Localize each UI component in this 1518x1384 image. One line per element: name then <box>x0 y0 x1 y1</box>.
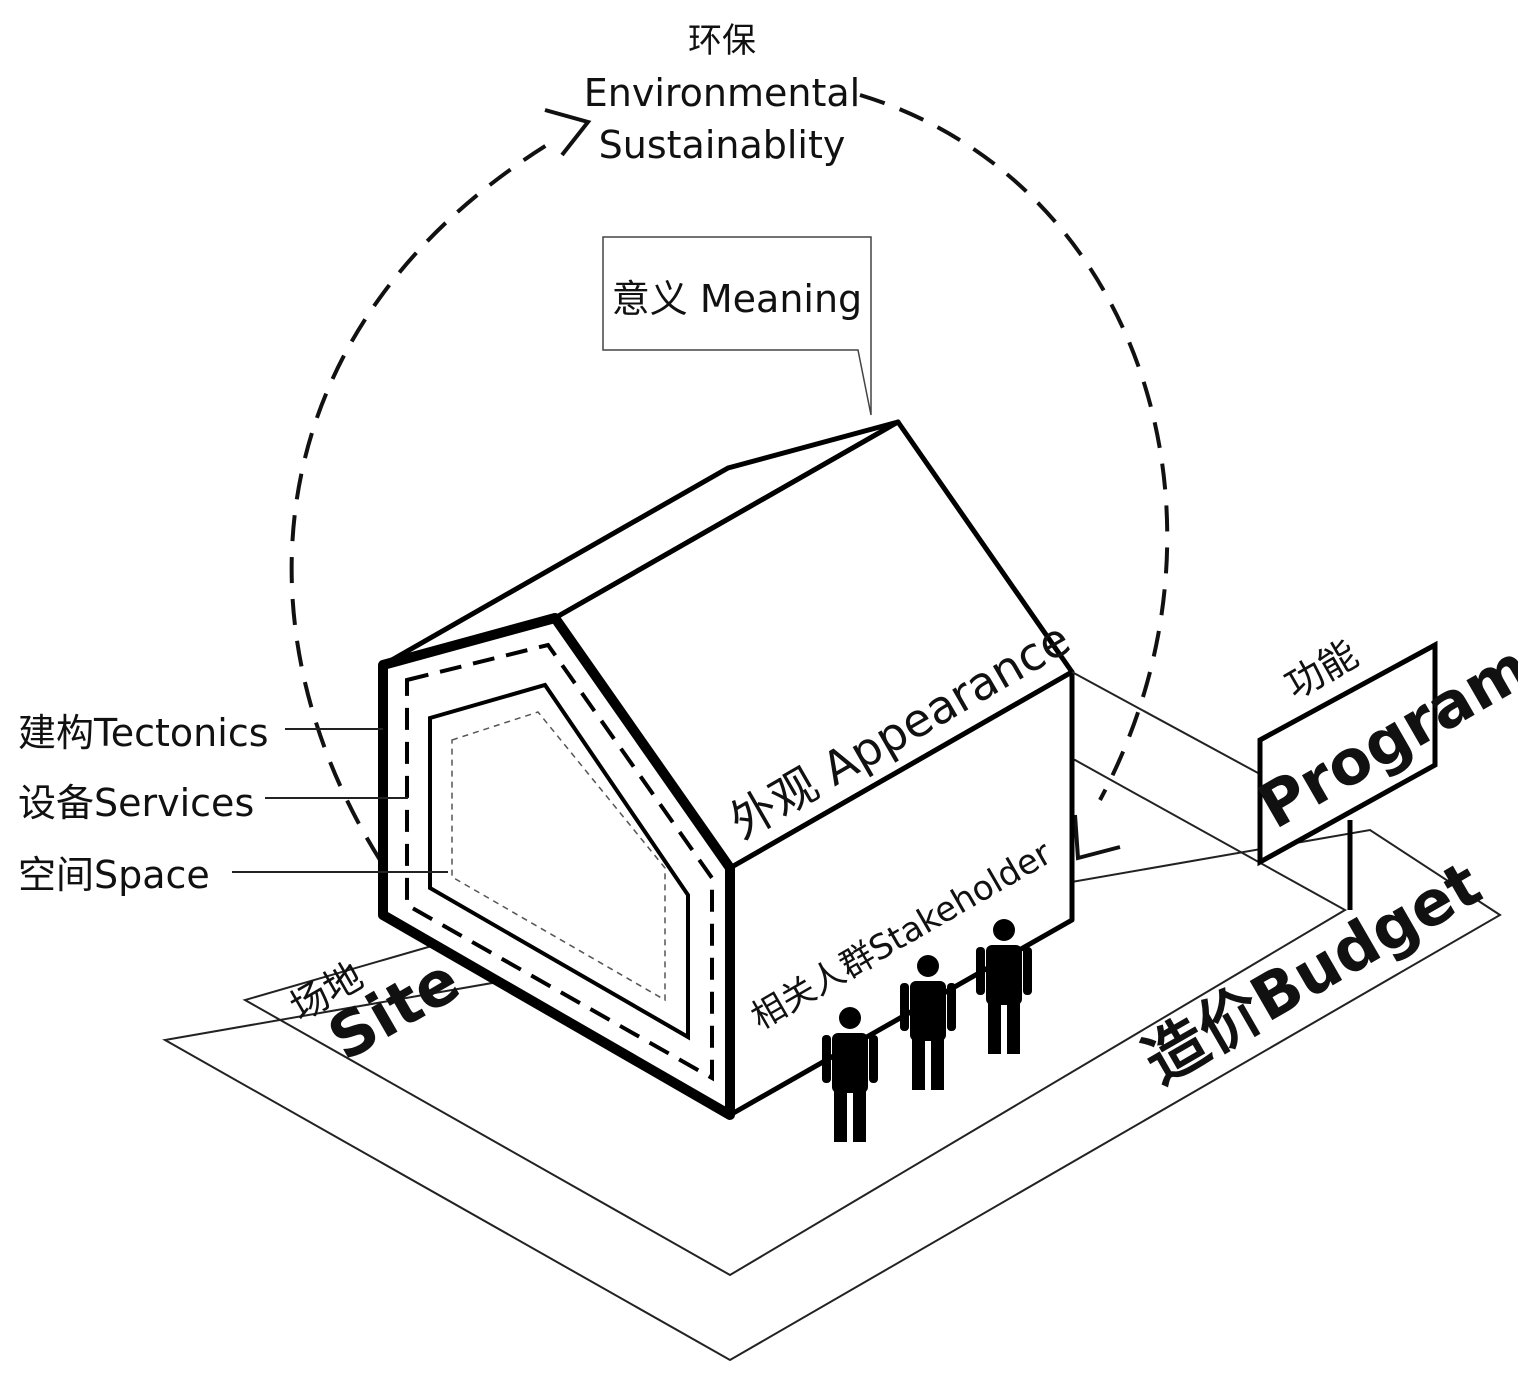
env-label-cn: 环保 <box>688 21 756 61</box>
services-label: 设备Services <box>18 781 254 825</box>
space-inner-dashed <box>451 711 666 1002</box>
stakeholder-figure-3 <box>976 919 1032 1054</box>
env-label-en-2: Sustainablity <box>599 123 846 167</box>
services-outline <box>405 642 714 1082</box>
program-sign-board <box>1257 640 1438 867</box>
meaning-callout <box>602 236 872 416</box>
arrow-head-top <box>544 108 592 157</box>
tectonics-label: 建构Tectonics <box>18 711 269 755</box>
budget-label: 造价Budget <box>1131 847 1493 1098</box>
program-leader <box>1071 671 1259 774</box>
space-label: 空间Space <box>18 853 210 897</box>
gable-face <box>378 613 735 1120</box>
environment-cycle-arc <box>289 93 1170 862</box>
space-outline <box>428 682 690 1041</box>
stakeholder-figure-2 <box>900 955 956 1090</box>
env-label-en-1: Environmental <box>584 71 860 115</box>
stakeholder-figure-1 <box>822 1007 878 1142</box>
meaning-label: 意义 Meaning <box>612 277 862 321</box>
arrow-head-bottom <box>1073 814 1121 861</box>
